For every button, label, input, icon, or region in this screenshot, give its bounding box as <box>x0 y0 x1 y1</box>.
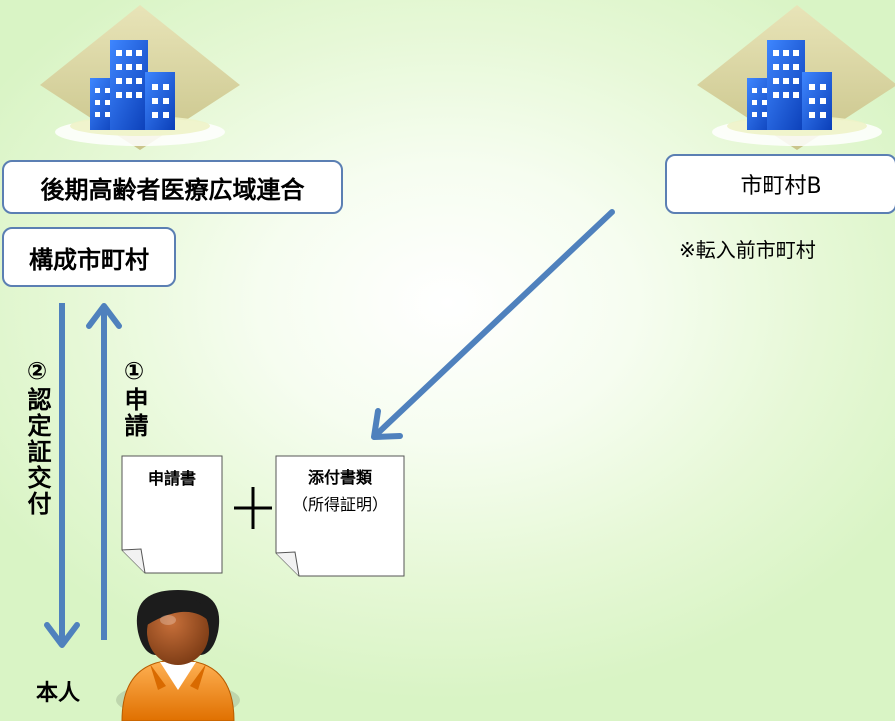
arrow-issue-down <box>44 303 80 648</box>
building-icon-municipality-b <box>697 5 895 150</box>
application-form-label: 申請書 <box>147 469 196 488</box>
document-icon-attachment <box>275 455 405 577</box>
person-label: 本人 <box>36 681 81 706</box>
arrow-apply-up <box>86 303 122 640</box>
union-box: 後期高齢者医療広域連合 <box>2 160 343 214</box>
municipality-b-box: 市町村B <box>665 154 895 214</box>
constituent-label: 構成市町村 <box>29 245 149 274</box>
document-icon-application <box>121 455 223 574</box>
building-icon-union <box>40 5 240 150</box>
previous-municipality-note: ※転入前市町村 <box>679 238 816 262</box>
step-apply-label: ①申請 <box>120 357 148 439</box>
constituent-box: 構成市町村 <box>2 227 176 287</box>
plus-icon <box>234 487 272 529</box>
person-icon <box>116 590 240 721</box>
step-issue-label: ②認定証交付 <box>23 357 51 517</box>
union-label: 後期高齢者医療広域連合 <box>40 175 305 204</box>
arrow-diagonal <box>371 209 615 440</box>
municipality-b-label: 市町村B <box>740 174 822 199</box>
attachment-title-label: 添付書類 <box>307 468 372 487</box>
attachment-sub-label: （所得証明） <box>291 495 388 514</box>
